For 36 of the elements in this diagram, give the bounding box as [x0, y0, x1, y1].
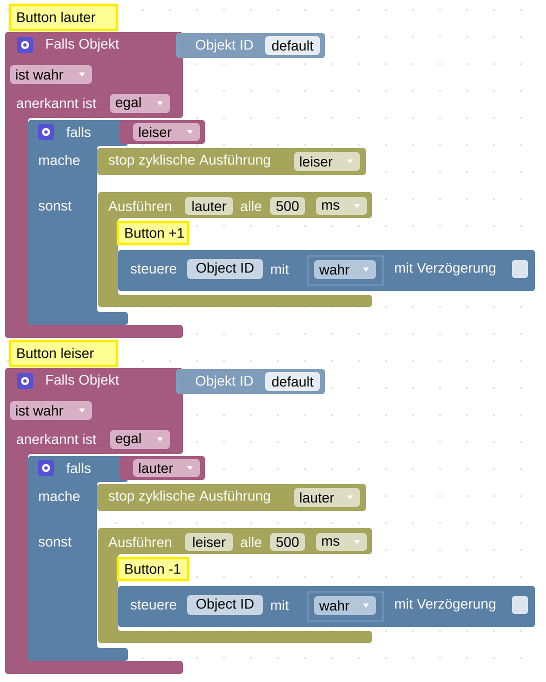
input-field: 500	[270, 197, 305, 215]
dropdown-field: wahr	[314, 596, 376, 615]
node-label: anerkannt ist	[16, 98, 96, 108]
value-block: lauter	[120, 456, 205, 480]
node-label: mache	[39, 490, 80, 502]
node-label: sonst	[38, 201, 72, 211]
checkbox	[512, 260, 528, 278]
dropdown-field: egal	[110, 94, 170, 113]
node-label: anerkannt ist	[16, 434, 96, 444]
input-field: lauter	[185, 197, 233, 215]
comment-bubble: Button leiser	[8, 340, 118, 368]
dropdown-field: ist wahr	[10, 401, 92, 420]
value-block: leiser	[120, 120, 205, 144]
comment-bubble: Button lauter	[8, 4, 118, 32]
node-label: Falls Objekt	[46, 38, 119, 52]
input-field: leiser	[185, 533, 233, 551]
dropdown-field: ist wahr	[10, 65, 92, 84]
node-label: mache	[39, 154, 80, 166]
input-field: default	[265, 36, 320, 55]
comment-bubble: Button +1	[116, 220, 190, 246]
checkbox	[512, 596, 528, 614]
node-label: falls	[66, 126, 91, 138]
dropdown-field: ms	[316, 533, 367, 551]
dropdown-field: ms	[316, 197, 367, 215]
input-field: Object ID	[187, 595, 263, 615]
comment-bubble: Button -1	[116, 556, 190, 582]
dropdown-field: wahr	[314, 260, 376, 279]
node-label: sonst	[38, 537, 72, 547]
input-field: default	[265, 372, 320, 391]
node-label: falls	[66, 462, 91, 474]
dropdown-field: leiser	[294, 152, 360, 171]
input-field: Object ID	[187, 259, 263, 279]
dropdown-field: egal	[110, 430, 170, 449]
node-label: Falls Objekt	[46, 374, 119, 388]
input-field: 500	[270, 533, 305, 551]
dropdown-field: lauter	[294, 488, 360, 507]
